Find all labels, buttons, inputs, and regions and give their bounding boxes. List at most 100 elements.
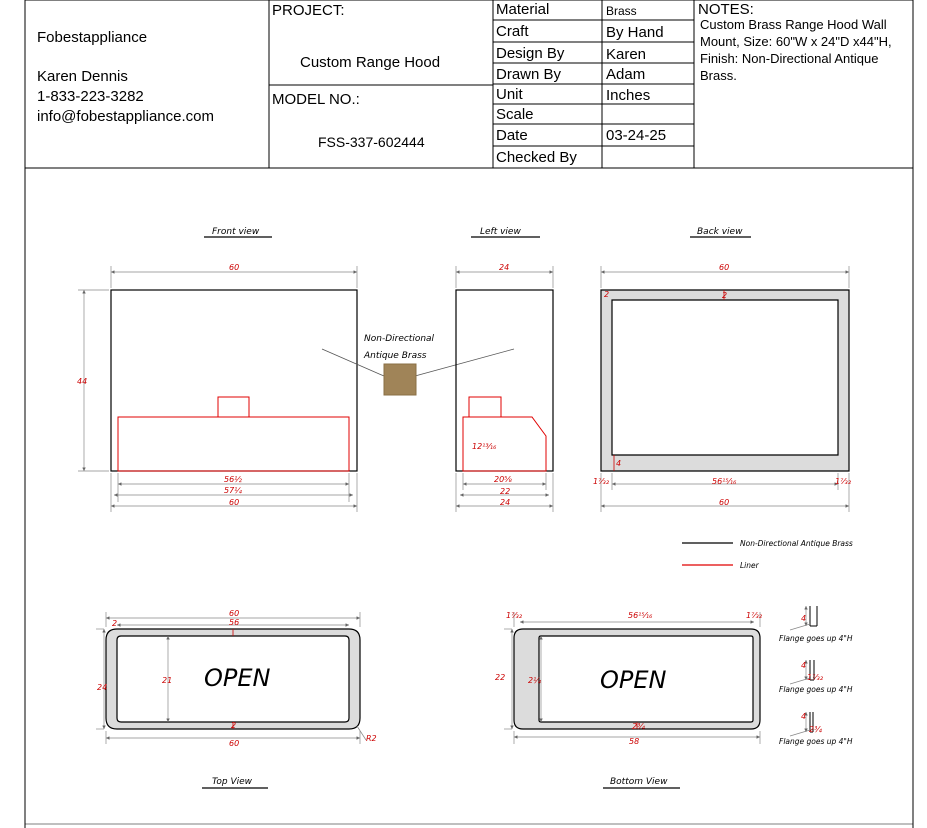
back-wall-top-dim: 2: [722, 291, 727, 300]
craft-value: By Hand: [606, 24, 664, 41]
bottom-inner-depth-dim: 2¼: [528, 676, 541, 685]
legend-brass-label: Non-Directional Antique Brass: [740, 539, 853, 548]
back-bottom-height-dim: 4: [616, 459, 621, 468]
legend-liner-label: Liner: [740, 561, 760, 570]
contact-name: Karen Dennis: [37, 68, 128, 85]
front-outline: [110, 289, 358, 472]
back-inner-dim: 56¹⁵⁄₁₆: [712, 477, 737, 486]
bottom-view: OPEN 1⁷⁄₃₂ 56¹⁵⁄₁₆ 1⁷⁄₃₂ 22 2¼ 2¾ 58: [495, 611, 763, 746]
unit-value: Inches: [606, 87, 650, 104]
design-by-label: Design By: [496, 45, 565, 62]
back-right-edge-dim: 1⁷⁄₃₂: [835, 477, 852, 486]
company-name: Fobestappliance: [37, 29, 147, 46]
left-outline: [455, 289, 554, 472]
design-by-value: Karen: [606, 46, 646, 63]
legend: Non-Directional Antique Brass Liner: [682, 539, 853, 570]
scale-label: Scale: [496, 106, 534, 123]
left-view-title: Left view: [480, 227, 521, 237]
front-height-dim: 44: [77, 377, 87, 386]
material-callout: Non-Directional Antique Brass: [321, 334, 515, 396]
flange-3-thickness-dim: 2¾: [809, 725, 822, 734]
top-open-label: OPEN: [204, 664, 271, 692]
top-wall-dim: 2: [112, 619, 117, 628]
flange-3-height-dim: 4: [801, 712, 806, 721]
flange-detail-1: 4 Flange goes up 4"H: [779, 606, 853, 643]
back-left-edge-dim: 1⁷⁄₃₂: [593, 477, 610, 486]
left-outer-depth-dim: 24: [500, 498, 510, 507]
date-label: Date: [496, 127, 528, 144]
left-liner-height-dim: 12¹³⁄₁₆: [472, 442, 497, 451]
contact-email: info@fobestappliance.com: [37, 108, 214, 125]
bottom-left-edge-dim: 1⁷⁄₃₂: [506, 611, 523, 620]
notes-line-4: Brass.: [700, 68, 737, 83]
front-liner-top: [217, 396, 250, 418]
title-block: Fobestappliance Karen Dennis 1-833-223-3…: [24, 0, 914, 828]
top-inner-depth-dim: 21: [162, 676, 172, 685]
callout-line-2: Antique Brass: [363, 351, 427, 361]
material-label: Material: [496, 1, 549, 18]
notes-line-3: Finish: Non-Directional Antique: [700, 51, 878, 66]
left-liner-depth-dim: 20⅝: [494, 475, 512, 484]
material-value: Brass: [606, 4, 637, 18]
top-wall-bottom-dim: 2: [231, 721, 236, 730]
top-frame: [105, 628, 361, 730]
flange-detail-3: 4 2¾ Flange goes up 4"H: [779, 712, 853, 746]
top-depth-dim: 24: [97, 683, 107, 692]
checked-by-label: Checked By: [496, 149, 577, 166]
top-radius-dim: R2: [366, 734, 377, 743]
front-view-title: Front view: [212, 227, 260, 237]
model-value: FSS-337-602444: [318, 134, 425, 150]
back-outer-dim: 60: [719, 498, 729, 507]
unit-label: Unit: [496, 86, 524, 103]
bottom-view-title: Bottom View: [610, 777, 668, 787]
left-liner: [462, 416, 547, 472]
back-view-title: Back view: [697, 227, 743, 237]
left-depth-dim: 24: [499, 263, 509, 272]
top-view-title: Top View: [212, 777, 253, 787]
flange-1-label: Flange goes up 4"H: [779, 634, 853, 643]
back-frame: [600, 289, 850, 472]
flange-details: 4 Flange goes up 4"H 4 1⁷⁄₃₂ Flange goes…: [779, 606, 853, 746]
front-view: 60 44 56½ 57¼ 60: [77, 263, 358, 512]
flange-3-label: Flange goes up 4"H: [779, 737, 853, 746]
project-value: Custom Range Hood: [300, 54, 440, 71]
bottom-open-label: OPEN: [600, 666, 667, 694]
notes-label: NOTES:: [698, 1, 754, 18]
back-wall-left-dim: 2: [604, 290, 609, 299]
date-value: 03-24-25: [606, 127, 666, 144]
flange-detail-2: 4 1⁷⁄₃₂ Flange goes up 4"H: [779, 660, 853, 694]
front-outer-width-dim: 60: [229, 498, 239, 507]
bottom-right-edge-dim: 1⁷⁄₃₂: [746, 611, 763, 620]
left-liner-top: [468, 396, 502, 418]
notes-line-1: Custom Brass Range Hood Wall: [700, 17, 887, 32]
callout-line-1: Non-Directional: [364, 334, 435, 344]
model-label: MODEL NO.:: [272, 91, 360, 108]
craft-label: Craft: [496, 23, 529, 40]
bottom-width-top-dim: 56¹⁵⁄₁₆: [628, 611, 653, 620]
top-inner-width-dim: 56: [229, 618, 239, 627]
drawn-by-label: Drawn By: [496, 66, 562, 83]
front-width-dim: 60: [229, 263, 239, 272]
flange-2-label: Flange goes up 4"H: [779, 685, 853, 694]
project-label: PROJECT:: [272, 2, 345, 19]
back-view: 60 2 2 4 1⁷⁄₃₂ 56¹⁵⁄₁₆ 1⁷⁄₃₂ 60: [593, 263, 852, 512]
top-view: OPEN 60 56 2 24 21 2 60 R2: [96, 609, 377, 748]
front-liner-width-dim: 56½: [224, 475, 242, 484]
view-titles: Front view Left view Back view Top View …: [202, 227, 751, 789]
front-liner: [117, 416, 350, 472]
bottom-wall-dim: 2¾: [632, 722, 645, 731]
front-inner-width-dim: 57¼: [224, 486, 242, 495]
top-bottom-width-dim: 60: [229, 739, 239, 748]
brass-swatch: [383, 363, 417, 396]
contact-phone: 1-833-223-3282: [37, 88, 144, 105]
drawn-by-value: Adam: [606, 66, 645, 83]
left-inner-depth-dim: 22: [500, 487, 510, 496]
top-outer-width-dim: 60: [229, 609, 239, 618]
bottom-bottom-width-dim: 58: [629, 737, 639, 746]
flange-2-thickness-dim: 1⁷⁄₃₂: [807, 673, 824, 682]
flange-1-height-dim: 4: [801, 614, 806, 623]
back-width-dim: 60: [719, 263, 729, 272]
notes-line-2: Mount, Size: 60"W x 24"D x44"H,: [700, 34, 892, 49]
bottom-frame: [513, 628, 761, 730]
